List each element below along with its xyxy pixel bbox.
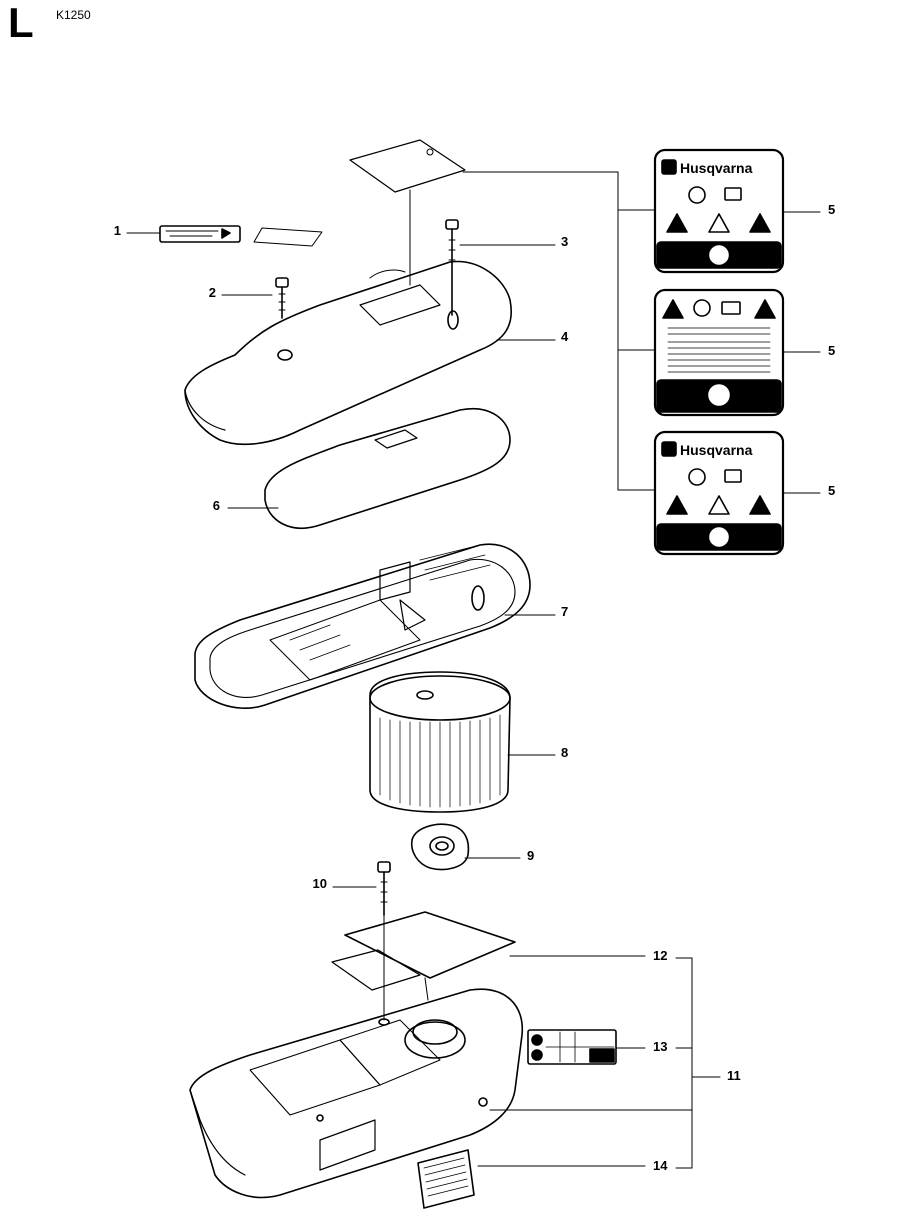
callout-13: 13 — [653, 1039, 667, 1054]
part-5-label-a: Husqvarna — [653, 148, 785, 274]
callout-6: 6 — [213, 498, 220, 513]
part-5-label-b — [653, 288, 785, 417]
leader-lines — [126, 171, 821, 1169]
part-6-pad — [264, 407, 511, 529]
part-9-grommet — [410, 823, 470, 871]
part-2-screw — [275, 277, 289, 319]
model-number: K1250 — [56, 8, 91, 22]
callout-9: 9 — [527, 848, 534, 863]
part-1-decal — [159, 225, 323, 247]
callout-2: 2 — [209, 285, 216, 300]
part-13-label — [527, 1029, 617, 1065]
callout-12: 12 — [653, 948, 667, 963]
callout-4: 4 — [561, 329, 569, 344]
top-decal-sheet — [349, 139, 466, 193]
part-8-filter-element — [369, 671, 511, 813]
part-12-gasket — [331, 911, 516, 1001]
callout-1: 1 — [114, 223, 121, 238]
callout-7: 7 — [561, 604, 568, 619]
callout-14: 14 — [653, 1158, 668, 1173]
part-5-label-c: Husqvarna — [653, 430, 785, 556]
part-7-filter-tray — [194, 543, 531, 709]
part-3-screw — [445, 219, 459, 316]
callout-11: 11 — [727, 1068, 741, 1083]
part-11-base-housing — [189, 988, 524, 1199]
part-14-data-plate — [417, 1149, 475, 1209]
section-letter: L — [8, 0, 34, 46]
callout-3: 3 — [561, 234, 568, 249]
brand-text-a: Husqvarna — [680, 160, 753, 176]
part-10-bolt — [377, 861, 391, 916]
brand-text-c: Husqvarna — [680, 442, 753, 458]
callout-5a: 5 — [828, 202, 835, 217]
callout-10: 10 — [313, 876, 327, 891]
part-4-filter-cover — [184, 260, 512, 446]
callout-5c: 5 — [828, 483, 835, 498]
callout-8: 8 — [561, 745, 568, 760]
callout-5b: 5 — [828, 343, 835, 358]
